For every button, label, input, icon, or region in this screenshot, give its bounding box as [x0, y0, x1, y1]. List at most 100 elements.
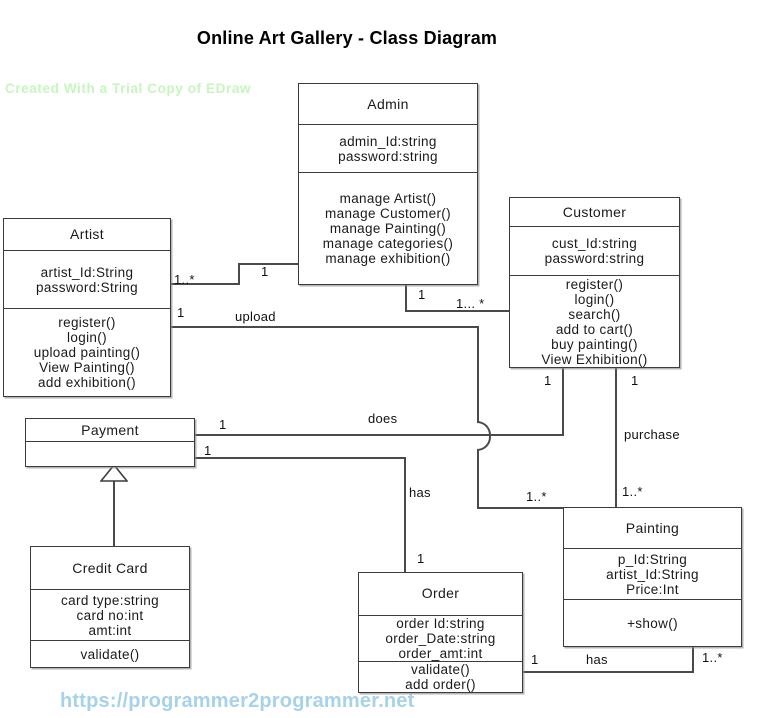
attribute: amt:int [88, 622, 132, 638]
class-box-payment: Payment [25, 418, 195, 467]
class-name-customer: Customer [562, 203, 627, 220]
class-name-painting: Painting [625, 519, 680, 536]
method: View Exhibition() [541, 351, 648, 367]
class-attributes-artist: artist_Id:String password:String [4, 250, 170, 308]
multiplicity-admin-customer-to: 1... * [456, 296, 485, 311]
connector-upload-h1 [171, 326, 479, 328]
attribute: Price:Int [626, 581, 679, 597]
method: View Painting() [39, 360, 135, 375]
class-methods-painting: +show() [564, 599, 741, 646]
inheritance-triangle-icon [100, 464, 128, 482]
class-name-order: Order [421, 585, 460, 602]
connector-upload-v2 [477, 449, 479, 509]
class-box-painting: Painting p_Id:String artist_Id:String Pr… [563, 507, 742, 647]
method: manage Customer() [325, 206, 451, 221]
method: manage categories() [322, 236, 454, 251]
multiplicity-artist-admin-from: 1..* [174, 272, 195, 287]
method: upload painting() [33, 345, 141, 360]
class-box-admin: Admin admin_Id:string password:string ma… [298, 83, 478, 285]
attribute: password:string [544, 251, 645, 266]
class-box-order: Order order Id:string order_Date:string … [358, 572, 523, 693]
multiplicity-purchase-to: 1..* [622, 484, 643, 499]
attribute: order Id:string [396, 615, 485, 631]
attribute: artist_Id:String [606, 566, 699, 582]
method: manage Artist() [339, 191, 437, 206]
method: buy painting() [551, 336, 638, 352]
class-methods-order: validate() add order() [359, 661, 522, 692]
attribute: p_Id:String [617, 551, 688, 567]
connector-purchase-v [615, 367, 617, 507]
multiplicity-payment-order-from: 1 [204, 443, 212, 458]
connector-inheritance-v [113, 480, 115, 546]
relationship-label-upload: upload [235, 309, 276, 324]
attribute: cust_Id:string [551, 236, 638, 251]
connector-admin-customer-h [405, 310, 509, 312]
attribute: password:string [338, 148, 438, 164]
multiplicity-upload-to: 1..* [526, 489, 547, 504]
multiplicity-does-from: 1 [219, 417, 227, 432]
method: manage Painting() [329, 221, 447, 236]
attribute: order_amt:int [398, 645, 483, 661]
connector-payment-order-h [195, 457, 406, 459]
multiplicity-payment-order-to: 1 [417, 551, 425, 566]
multiplicity-purchase-from: 1 [631, 373, 639, 388]
connector-upload-h2 [477, 507, 563, 509]
connector-does-v [562, 367, 564, 436]
attribute: artist_Id:String [40, 264, 134, 280]
trial-watermark: Created With a Trial Copy of EDraw [5, 81, 252, 96]
attribute: card no:int [76, 607, 144, 623]
class-attributes-admin: admin_Id:string password:string [299, 124, 477, 172]
method: register() [565, 276, 624, 292]
connector-artist-admin-h2 [238, 263, 298, 265]
connector-order-painting-h [523, 671, 694, 673]
connector-artist-admin-h1 [171, 283, 240, 285]
class-attributes-payment [26, 441, 194, 466]
connector-does-h [195, 434, 564, 436]
page-title: Online Art Gallery - Class Diagram [196, 28, 498, 48]
connector-order-painting-v [692, 646, 694, 673]
class-methods-customer: register() login() search() add to cart(… [510, 275, 679, 367]
method: +show() [627, 615, 678, 631]
connector-artist-admin-v [238, 263, 240, 285]
method: register() [58, 315, 116, 330]
class-methods-artist: register() login() upload painting() Vie… [4, 308, 170, 396]
method: login() [574, 291, 615, 307]
method: add exhibition() [38, 375, 136, 390]
class-box-credit-card: Credit Card card type:string card no:int… [30, 546, 190, 668]
method: login() [67, 330, 107, 345]
multiplicity-admin-customer-from: 1 [418, 287, 426, 302]
method: validate() [80, 646, 140, 662]
multiplicity-order-painting-to: 1..* [702, 650, 723, 665]
attribute: admin_Id:string [339, 133, 437, 149]
relationship-label-does: does [368, 411, 398, 426]
class-attributes-order: order Id:string order_Date:string order_… [359, 614, 522, 661]
multiplicity-order-painting-from: 1 [531, 652, 539, 667]
multiplicity-does-to: 1 [544, 373, 552, 388]
method: add order() [405, 677, 476, 692]
footer-url-link[interactable]: https://programmer2programmer.net [60, 690, 415, 712]
connector-admin-customer-v [405, 285, 407, 312]
relationship-label-order-painting-has: has [586, 652, 608, 667]
method: validate() [410, 662, 471, 677]
attribute: password:String [35, 279, 139, 295]
multiplicity-upload-from: 1 [177, 305, 185, 320]
class-methods-credit-card: validate() [31, 640, 189, 667]
class-name-credit-card: Credit Card [72, 559, 148, 576]
class-name-payment: Payment [81, 421, 139, 438]
multiplicity-artist-admin-to: 1 [261, 264, 269, 279]
class-methods-admin: manage Artist() manage Customer() manage… [299, 172, 477, 284]
class-box-customer: Customer cust_Id:string password:string … [509, 197, 680, 368]
class-attributes-credit-card: card type:string card no:int amt:int [31, 589, 189, 640]
class-attributes-customer: cust_Id:string password:string [510, 226, 679, 275]
class-name-admin: Admin [367, 95, 409, 112]
attribute: order_Date:string [385, 630, 496, 646]
class-box-artist: Artist artist_Id:String password:String … [3, 218, 171, 397]
connector-payment-order-v [404, 457, 406, 572]
connector-upload-line-jump [477, 421, 491, 451]
method: manage exhibition() [325, 251, 451, 266]
method: add to cart() [555, 321, 634, 337]
method: search() [568, 306, 621, 322]
relationship-label-payment-order-has: has [409, 485, 431, 500]
class-attributes-painting: p_Id:String artist_Id:String Price:Int [564, 548, 741, 599]
